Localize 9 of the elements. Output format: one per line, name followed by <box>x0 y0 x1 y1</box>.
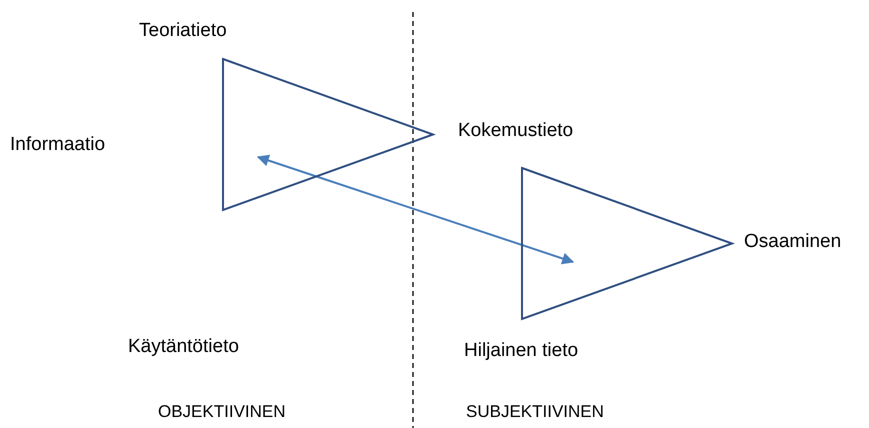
vertex-label: Hiljainen tieto <box>464 340 578 362</box>
double-arrow <box>256 154 574 264</box>
vertex-label: Kokemustieto <box>458 120 574 142</box>
region-label: SUBJEKTIIVINEN <box>466 401 604 423</box>
vertex-label: Osaaminen <box>744 231 842 253</box>
region-label: OBJEKTIIVINEN <box>158 401 286 423</box>
side-label: Käytäntötieto <box>128 336 239 358</box>
side-label: Informaatio <box>10 134 106 156</box>
vertex-label: Teoriatieto <box>139 20 227 42</box>
